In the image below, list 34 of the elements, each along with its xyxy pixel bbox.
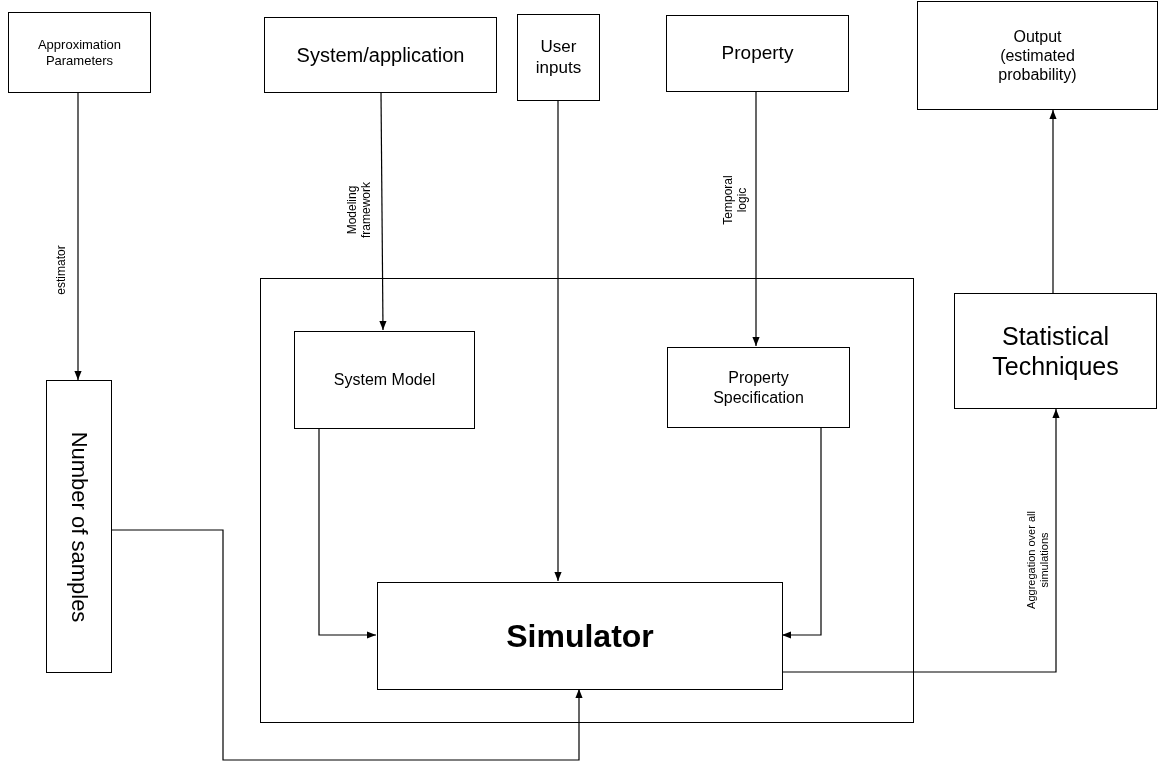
edge-label: Modeling framework	[346, 181, 374, 240]
edge-label: Temporal logic	[722, 174, 750, 227]
arrow	[781, 408, 1060, 673]
process-box	[264, 17, 497, 93]
arrow	[379, 92, 387, 331]
arrow	[554, 100, 562, 582]
box-label: Simulator	[505, 616, 655, 656]
arrow	[1049, 109, 1057, 294]
edge-label: Aggregation over all simulations	[1025, 510, 1051, 611]
box-label: Property Specification	[712, 368, 805, 407]
process-box	[294, 331, 475, 429]
process-box	[377, 582, 783, 690]
arrow	[318, 427, 377, 639]
box-label: Number of samples	[66, 431, 92, 622]
box-label: System Model	[332, 370, 437, 390]
process-box	[46, 380, 112, 673]
box-label: System/application	[295, 43, 466, 67]
process-box	[954, 293, 1157, 409]
box-label: Output (estimated probability)	[997, 26, 1078, 85]
box-label: Property	[720, 42, 795, 65]
box-label: Statistical Techniques	[991, 321, 1120, 381]
process-box	[667, 347, 850, 428]
system-boundary-box	[260, 278, 914, 723]
box-label: User inputs	[534, 37, 583, 78]
process-box	[8, 12, 151, 93]
box-label: Approximation Parameters	[36, 36, 123, 69]
arrow	[74, 92, 82, 381]
process-box	[517, 14, 600, 101]
arrow	[111, 529, 583, 761]
arrow	[752, 91, 760, 347]
arrow	[781, 426, 822, 639]
edge-label: estimator	[55, 244, 69, 297]
process-box	[666, 15, 849, 92]
process-box	[917, 1, 1158, 110]
